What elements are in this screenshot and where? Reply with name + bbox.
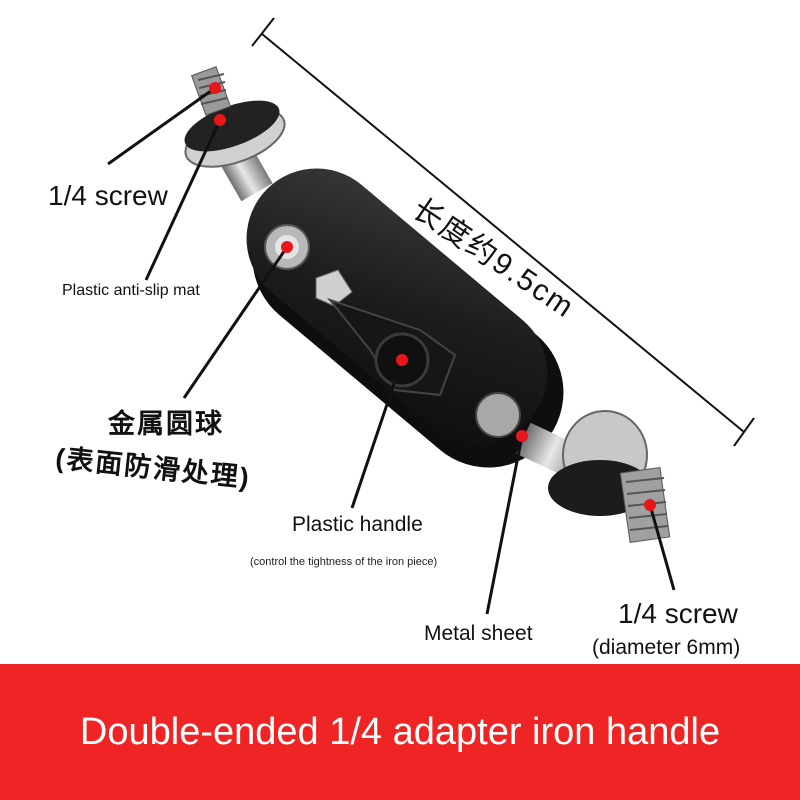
marker-dot	[209, 82, 221, 94]
banner-title: Double-ended 1/4 adapter iron handle	[79, 711, 721, 753]
top-screw	[184, 66, 286, 202]
label-screw-bottom: 1/4 screw	[618, 598, 738, 629]
label-anti-slip-mat: Plastic anti-slip mat	[62, 282, 200, 299]
bottom-screw	[516, 410, 671, 544]
dimension-line	[251, 17, 755, 447]
label-screw-top: 1/4 screw	[48, 180, 168, 211]
label-metal-sheet: Metal sheet	[424, 622, 533, 645]
marker-dot	[281, 241, 293, 253]
marker-dot	[516, 430, 528, 442]
label-screw-bottom-note: (diameter 6mm)	[592, 636, 741, 659]
label-plastic-handle-note: (control the tightness of the iron piece…	[250, 556, 438, 568]
marker-dots	[209, 82, 656, 511]
marker-dot	[644, 499, 656, 511]
marker-dot	[214, 114, 226, 126]
title-banner: Double-ended 1/4 adapter iron handle	[0, 664, 800, 800]
leader-lines	[107, 86, 676, 615]
label-metal-ball: 金属圆球	[108, 409, 224, 439]
label-plastic-handle: Plastic handle	[292, 513, 423, 536]
marker-dot	[396, 354, 408, 366]
